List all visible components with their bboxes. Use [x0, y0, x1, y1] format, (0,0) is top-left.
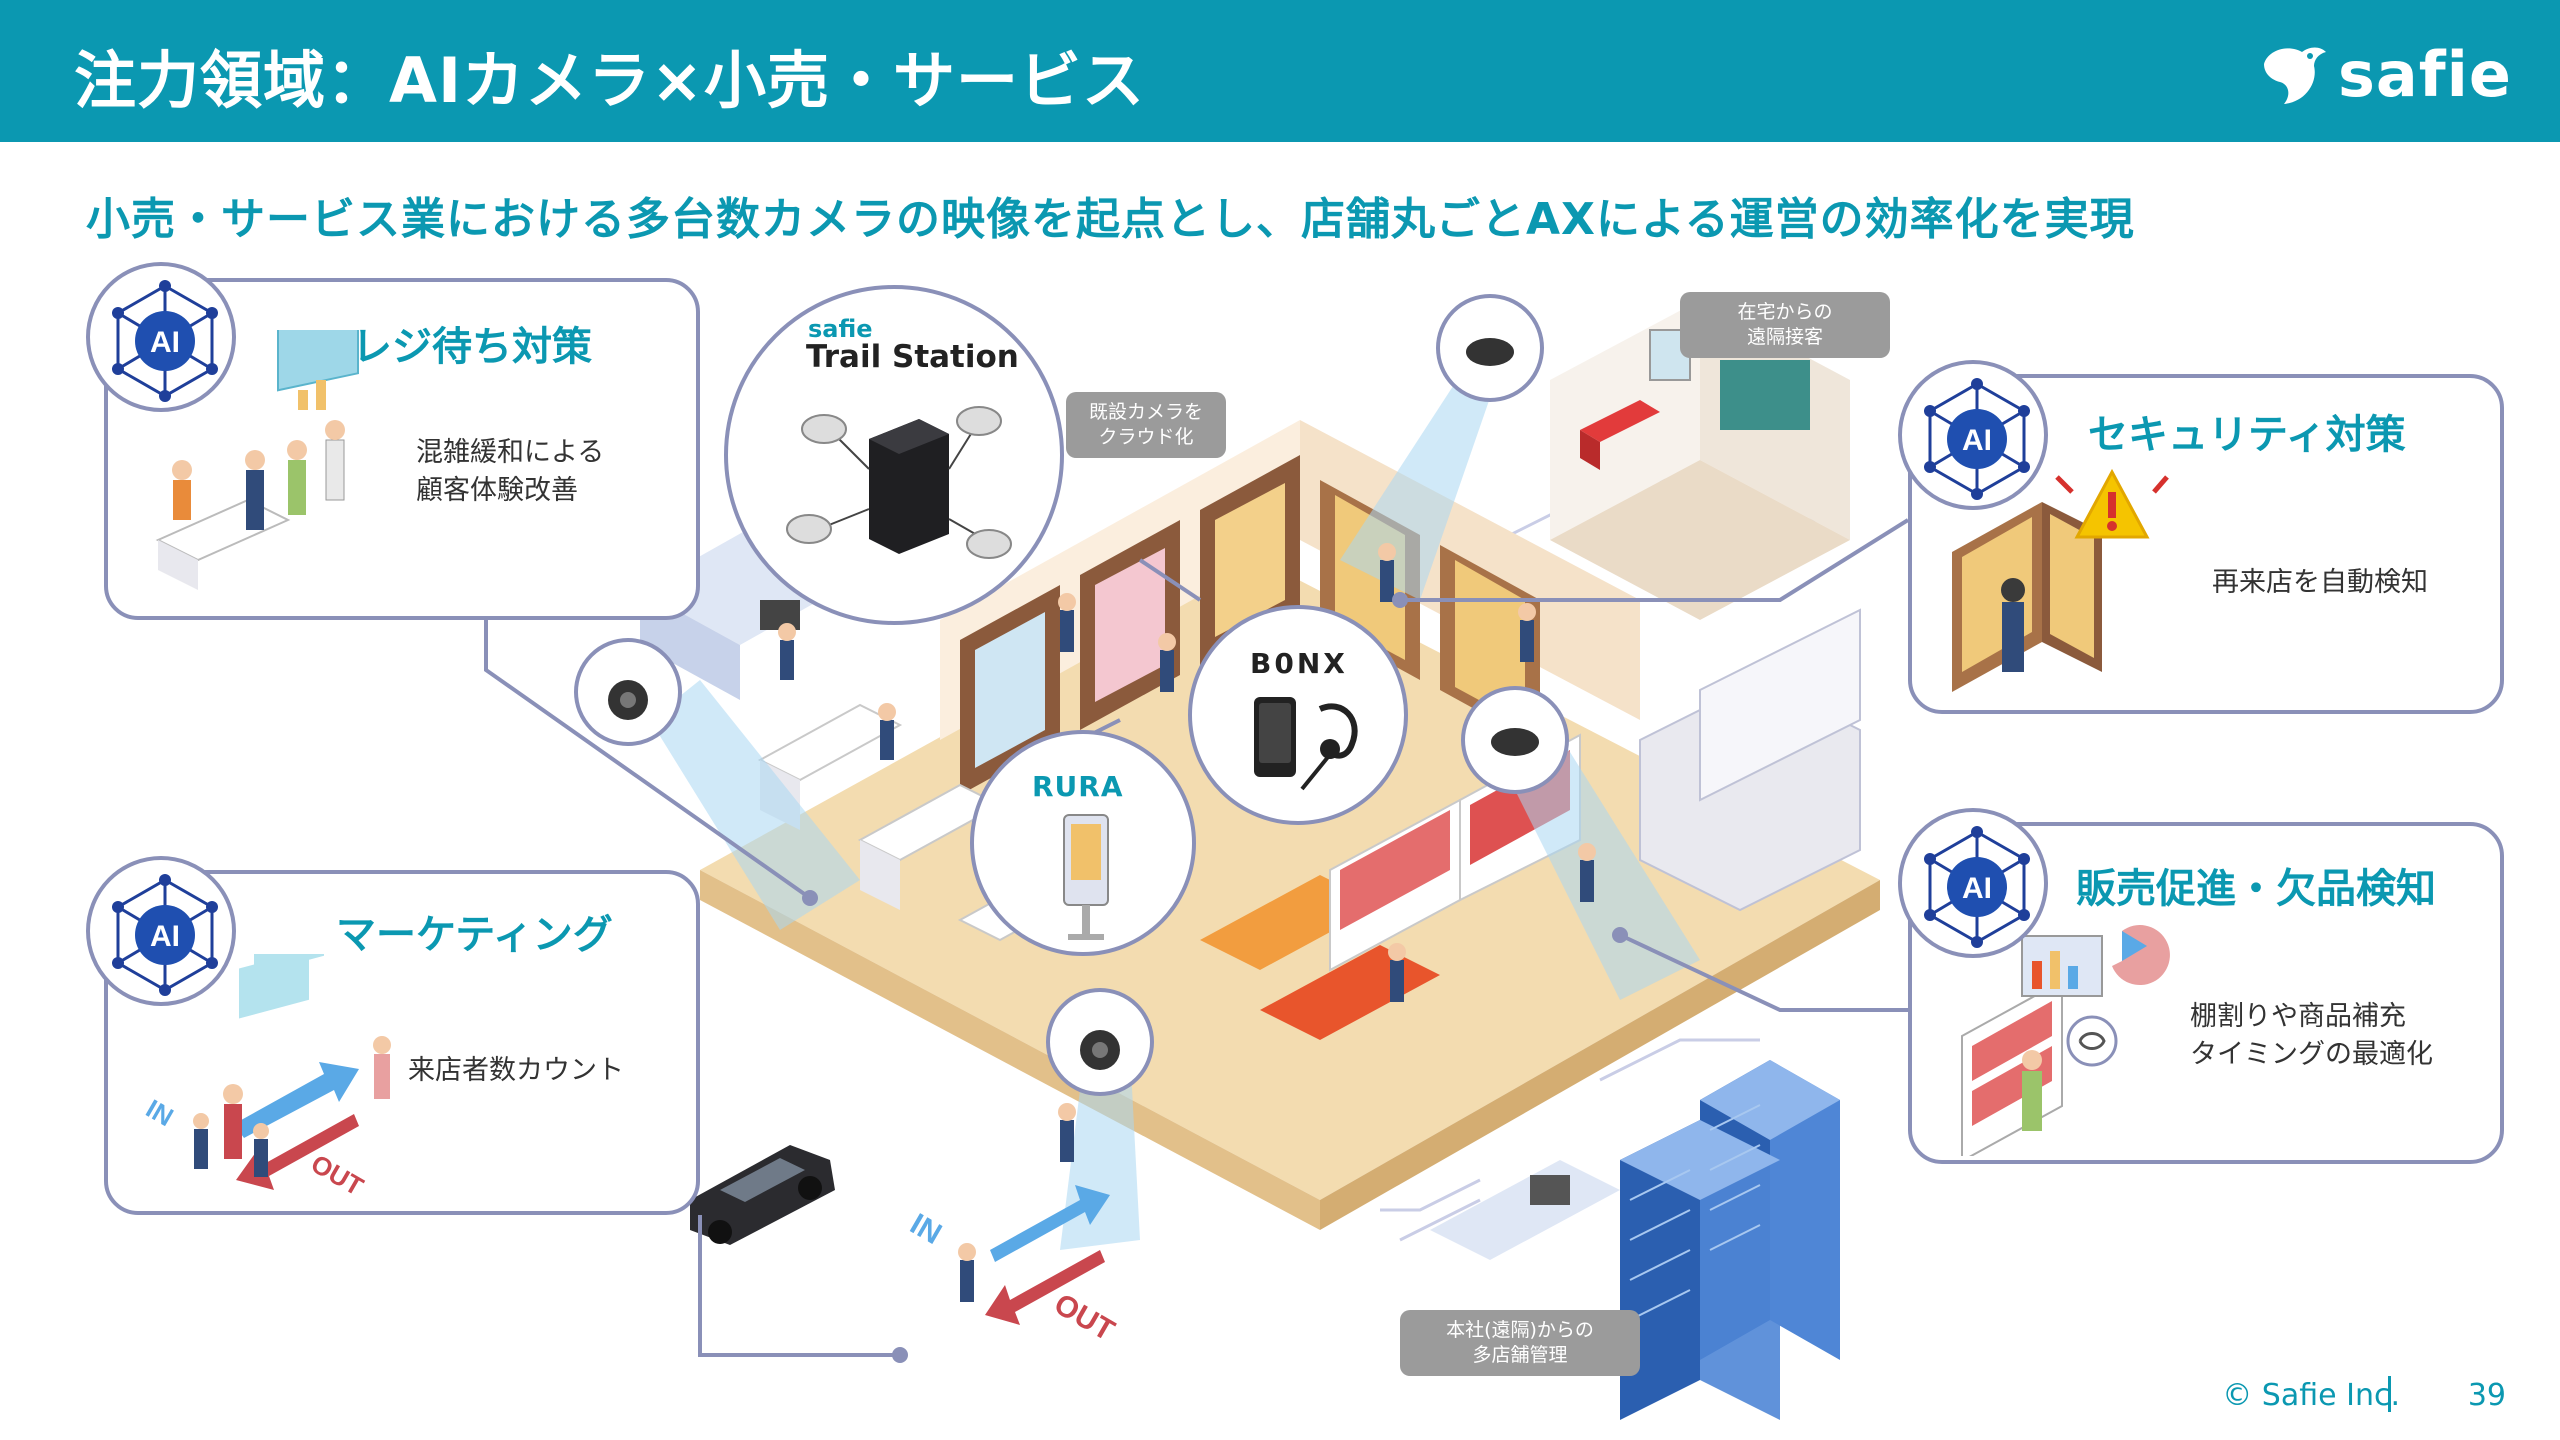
trail-station-device-icon: [786, 406, 1012, 559]
camera-dome-icons: [574, 294, 1569, 1096]
marketing-panel: マーケティング 来店者数カウント IN OUT: [104, 870, 700, 1215]
sales-ai-badge: AI: [1898, 808, 2048, 958]
register-panel: レジ待ち対策 混雑緩和による 顧客体験改善: [104, 278, 700, 620]
logo-text: safie: [2337, 38, 2512, 111]
hq-office: [1430, 1160, 1620, 1260]
produce-stands: [1200, 608, 1861, 1040]
marketing-out-label: OUT: [306, 1148, 369, 1201]
security-ai-text: AI: [1962, 424, 1992, 457]
marketing-in-label: IN: [144, 1093, 179, 1132]
home-office-room: [1550, 300, 1850, 620]
trail-station-brand: safie: [808, 315, 873, 343]
trail-station-name: Trail Station: [806, 339, 1019, 375]
page-number: 39: [2467, 1378, 2506, 1413]
bonx-logo-text: B0NX: [1250, 647, 1348, 680]
camera-cones: [650, 340, 1700, 1250]
ai-network-icon: AI: [1924, 378, 2030, 500]
marketing-description: 来店者数カウント: [408, 1055, 624, 1086]
trail-station-circle: safie Trail Station: [724, 285, 1064, 625]
shoplifting-alert-illustration: [1952, 468, 2169, 692]
sales-title: 販売促進・欠品検知: [2076, 866, 2436, 912]
register-title: レジ待ち対策: [352, 324, 592, 370]
rura-circle: RURA: [970, 730, 1196, 956]
sales-description: 棚割りや商品補充 タイミングの最適化: [2190, 1001, 2433, 1070]
people: [778, 543, 1596, 1302]
safie-bird-icon: [2263, 47, 2326, 104]
connector-lines: [484, 518, 1910, 1357]
bonx-circle: B0NX: [1188, 605, 1408, 825]
street-in-label: IN: [905, 1207, 947, 1251]
marketing-ai-text: AI: [150, 920, 180, 953]
register-ai-text: AI: [150, 326, 180, 359]
cloud-label: 既設カメラを クラウド化: [1066, 392, 1226, 458]
remote-service-label: 在宅からの 遠隔接客: [1680, 292, 1890, 358]
footer-divider: [2388, 1376, 2391, 1412]
header-bar: 注力領域：AIカメラ×小売・サービス safie: [0, 0, 2560, 142]
marketing-ai-badge: AI: [86, 856, 236, 1006]
ai-network-icon: AI: [112, 874, 218, 996]
rura-logo-text: RURA: [1032, 770, 1124, 803]
connector-dots: [802, 592, 1628, 1363]
checkout-queue-illustration: [155, 330, 359, 590]
shelf-stock-illustration: [1961, 925, 2170, 1156]
sales-ai-text: AI: [1962, 872, 1992, 905]
security-title: セキュリティ対策: [2088, 412, 2406, 458]
copyright: © Safie Inc.: [2222, 1378, 2400, 1413]
security-ai-badge: AI: [1898, 360, 2048, 510]
car: [690, 1145, 835, 1245]
page-subtitle: 小売・サービス業における多台数カメラの映像を起点とし、店舗丸ごとAXによる運営の…: [86, 194, 2135, 245]
ai-network-icon: AI: [112, 280, 218, 402]
visitor-count-illustration: IN OUT: [144, 954, 391, 1202]
multi-store-label: 本社(遠隔)からの 多店舗管理: [1400, 1310, 1640, 1376]
register-description: 混雑緩和による 顧客体験改善: [416, 437, 605, 506]
marketing-title: マーケティング: [336, 912, 613, 958]
page-title: 注力領域：AIカメラ×小売・サービス: [74, 44, 1146, 117]
security-description: 再来店を自動検知: [2212, 567, 2428, 598]
security-panel: セキュリティ対策 再来店を自動検知: [1908, 374, 2504, 714]
entrance-arrows: [985, 1185, 1110, 1325]
office-building: [1620, 1060, 1840, 1420]
ai-network-icon: AI: [1924, 826, 2030, 948]
street-out-label: OUT: [1049, 1287, 1120, 1347]
rura-kiosk-icon: [1063, 814, 1109, 940]
safie-logo: safie: [2258, 38, 2512, 111]
register-ai-badge: AI: [86, 262, 236, 412]
bonx-headset-icon: [1254, 697, 1358, 791]
